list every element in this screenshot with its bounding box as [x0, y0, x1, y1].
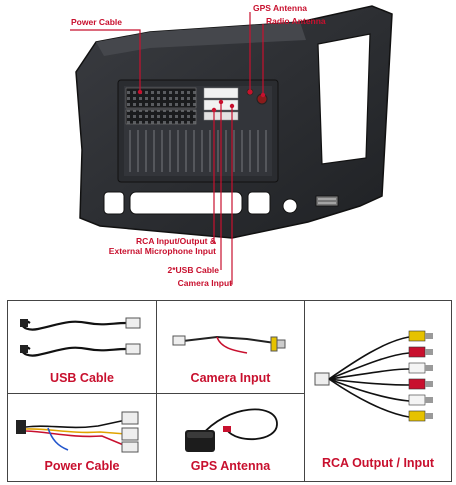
harness-connector — [125, 87, 197, 109]
air-vent — [315, 195, 339, 207]
callout-radio-antenna: Radio Antenna — [266, 16, 326, 26]
usb-cable-image — [20, 317, 141, 357]
bezel-illustration — [70, 5, 393, 285]
gps-antenna-label: GPS Antenna — [190, 459, 271, 473]
callout-gps-antenna: GPS Antenna — [253, 3, 307, 13]
accessory-gps-antenna: GPS Antenna — [156, 393, 305, 482]
leader-camera — [230, 106, 233, 285]
camera-input-label: Camera Input — [190, 371, 271, 385]
product-rear-view: Power Cable GPS Antenna Radio Antenna RC… — [70, 3, 393, 288]
accessories-grid: USB Cable Camera Input Power Cable — [7, 300, 452, 482]
callout-usb-cable: 2*USB Cable — [167, 265, 220, 275]
rca-output-input-label: RCA Output / Input — [321, 456, 434, 470]
accessory-usb-cable: USB Cable — [7, 300, 157, 394]
usb-cable-label: USB Cable — [50, 371, 114, 385]
callout-camera-input: Camera Input — [177, 278, 232, 288]
gps-antenna-image — [185, 408, 278, 452]
callout-rca-line1: RCA Input/Output & — [136, 236, 216, 246]
usb-connector — [203, 87, 239, 99]
power-cable-label: Power Cable — [44, 459, 120, 473]
leader-power — [70, 29, 141, 92]
callout-rca-line2: External Microphone Input — [108, 246, 216, 256]
power-cable-image — [16, 411, 139, 453]
accessory-power-cable: Power Cable — [7, 393, 157, 482]
accessory-camera-input: Camera Input — [156, 300, 305, 394]
lower-cutout — [129, 191, 243, 215]
rca-cable-image — [314, 330, 433, 422]
accessory-rca-cable: RCA Output / Input — [304, 300, 452, 482]
callout-rca: RCA Input/Output & External Microphone I… — [80, 236, 216, 256]
callout-power-cable: Power Cable — [71, 17, 123, 27]
camera-cable-image — [172, 335, 286, 354]
bezel-window — [317, 33, 371, 165]
leader-rca — [213, 110, 216, 244]
